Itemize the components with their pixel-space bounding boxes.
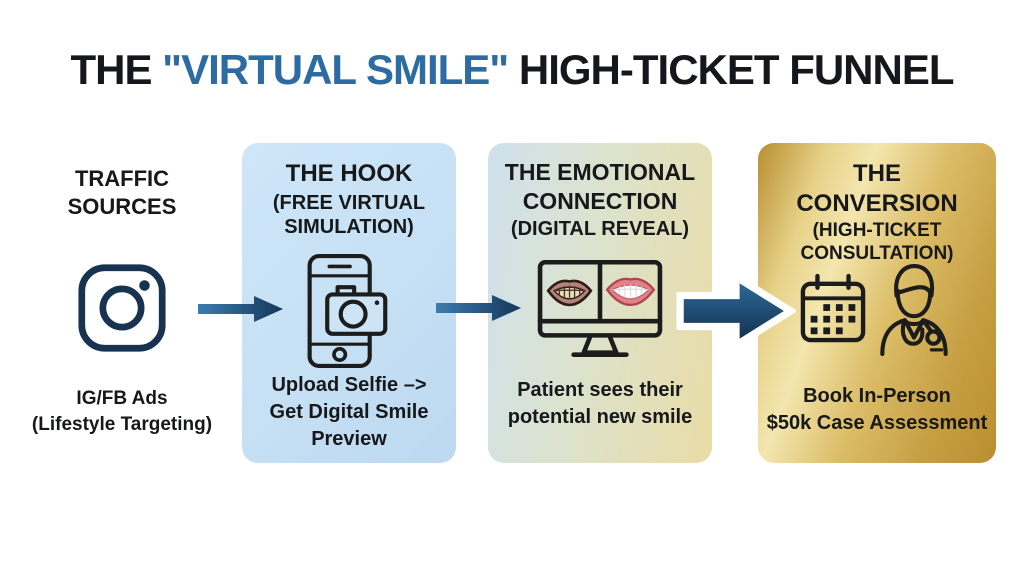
flow-arrow-2-icon [436, 292, 524, 329]
flow-arrow-1-icon [198, 293, 286, 330]
title-pre: THE [70, 46, 163, 93]
stage-heading: THE HOOK [285, 160, 413, 187]
stage-caption: Upload Selfie –> Get Digital Smile Previ… [269, 374, 429, 450]
title-highlight: "VIRTUAL SMILE" [162, 46, 509, 93]
stage-heading: THE EMOTIONAL CONNECTION [504, 159, 696, 214]
stage-heading: THE CONVERSION [796, 160, 958, 217]
calendar-icon [800, 273, 866, 350]
before-after-smile-monitor-icon [488, 251, 712, 371]
stage-caption: Book In-Person $50k Case Assessment [766, 385, 988, 434]
stage-card-hook: THE HOOK (FREE VIRTUAL SIMULATION) Uploa… [242, 143, 456, 463]
phone-camera-icon [242, 251, 456, 371]
stage-traffic-sources: TRAFFIC SOURCES IG/FB Ads (Lifestyle Tar… [18, 143, 226, 463]
flow-arrow-3-icon [676, 268, 798, 359]
stage-subheading: (FREE VIRTUAL SIMULATION) [272, 192, 426, 239]
stage-subheading: (DIGITAL REVEAL) [510, 218, 690, 240]
page-title: THE "VIRTUAL SMILE" HIGH-TICKET FUNNEL [0, 46, 1024, 94]
title-post: HIGH-TICKET FUNNEL [508, 46, 955, 93]
stage-caption: IG/FB Ads (Lifestyle Targeting) [31, 388, 213, 435]
stage-subheading: (HIGH-TICKET CONSULTATION) [800, 220, 954, 265]
stage-card-conversion: THE CONVERSION (HIGH-TICKET CONSULTATION… [758, 143, 996, 463]
doctor-icon [874, 262, 954, 361]
stage-caption: Patient sees their potential new smile [507, 379, 693, 428]
stage-card-emotional-connection: THE EMOTIONAL CONNECTION (DIGITAL REVEAL… [488, 143, 712, 463]
stage-heading: TRAFFIC SOURCES [67, 166, 177, 219]
instagram-icon [18, 263, 226, 353]
